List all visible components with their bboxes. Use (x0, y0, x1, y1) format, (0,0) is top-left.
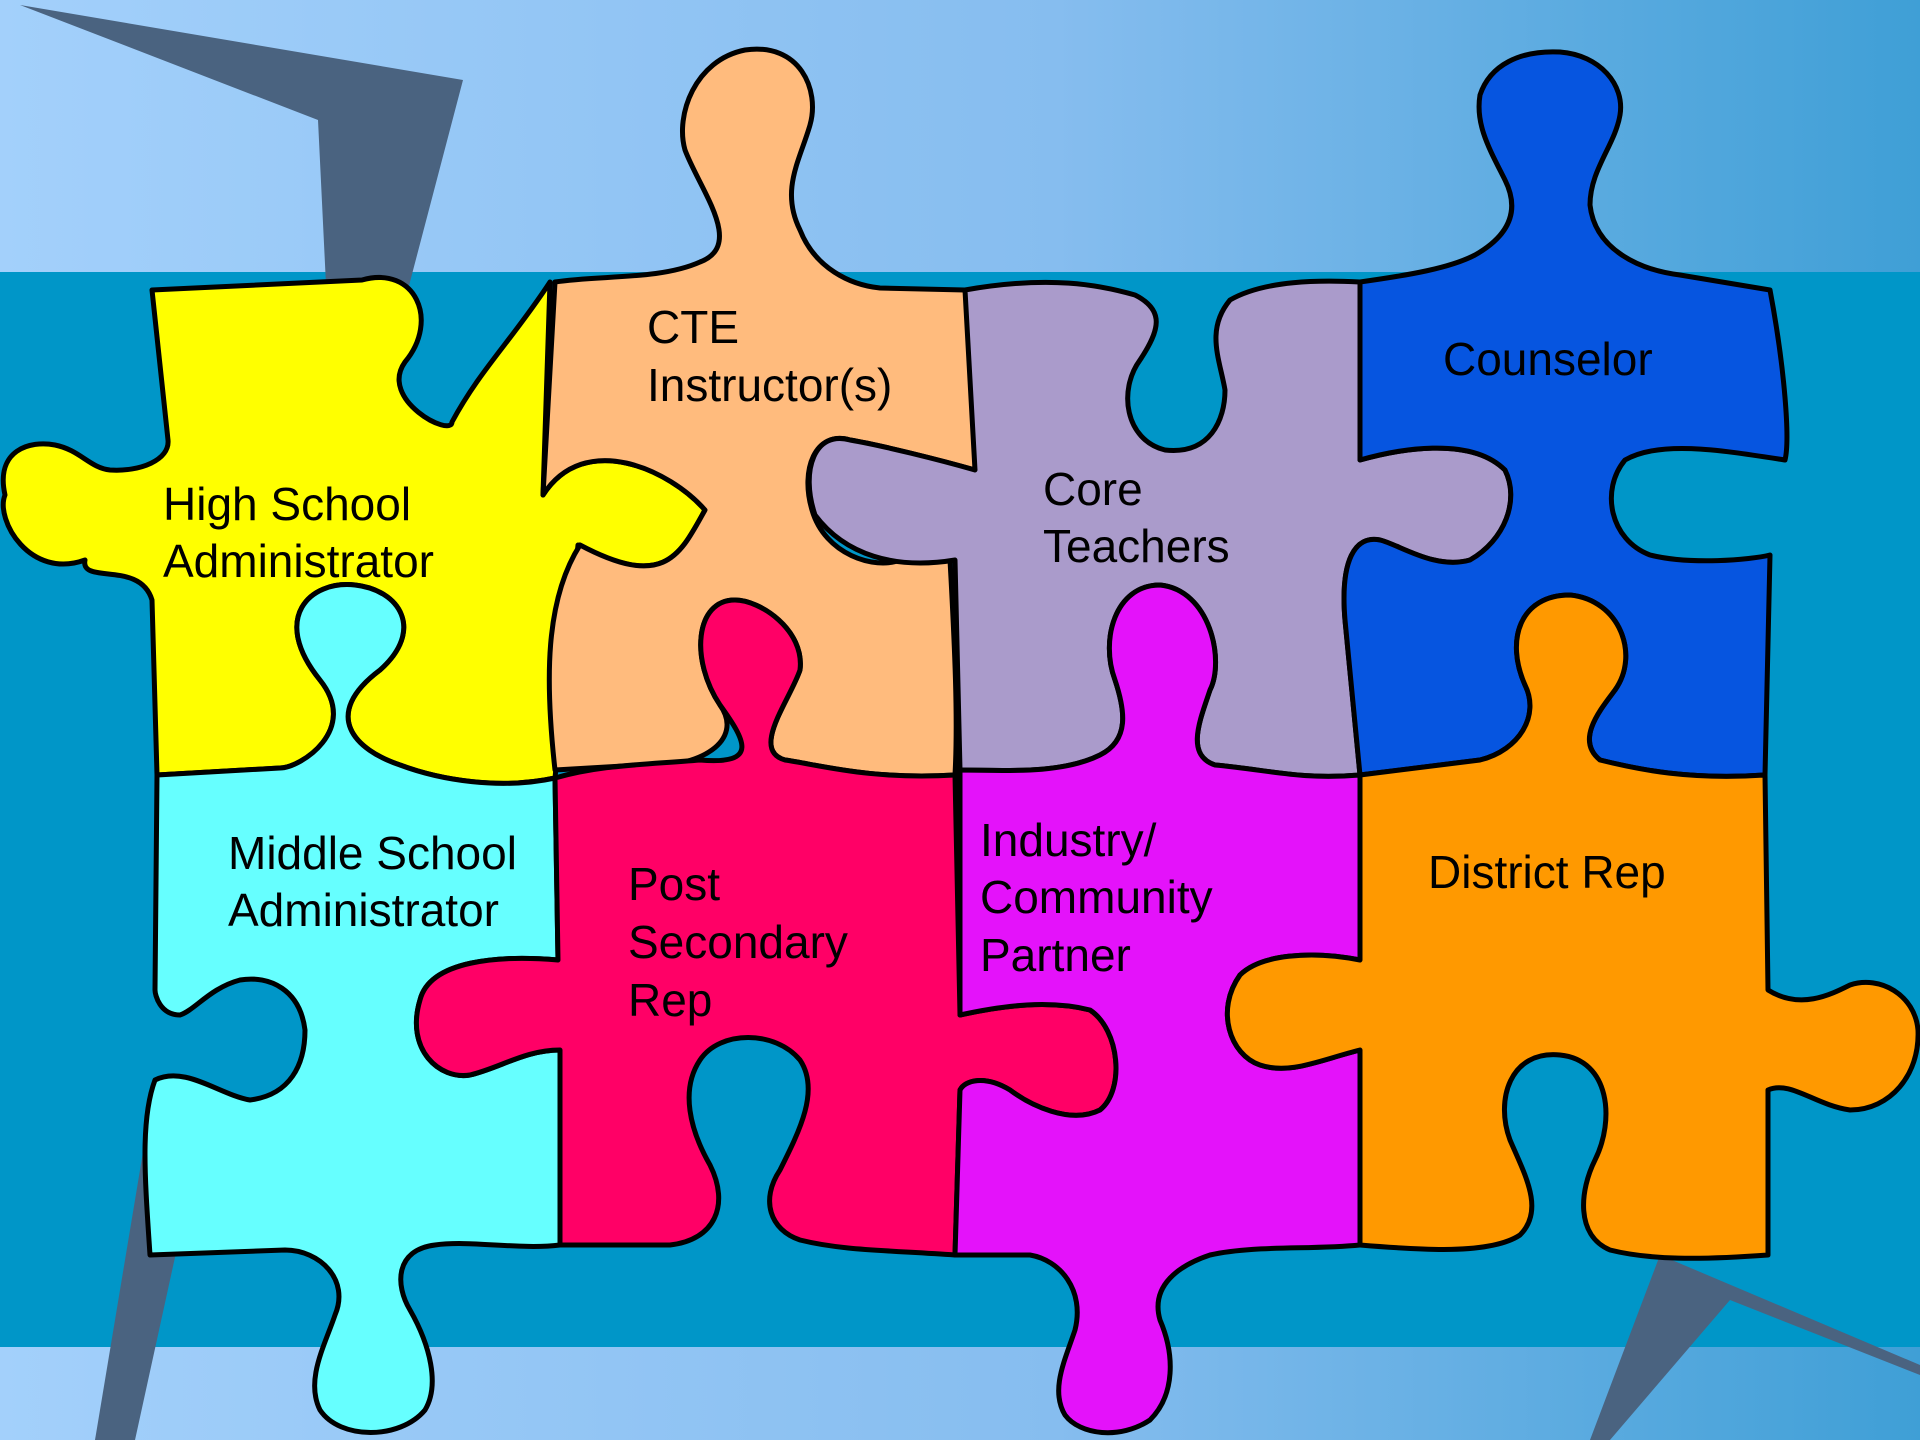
piece-counselor (1341, 49, 1790, 779)
label-line: Post (628, 858, 720, 910)
label-line: Rep (628, 974, 712, 1026)
label-core-teachers: Core Teachers (1043, 463, 1230, 572)
label-cte-instructors: CTE Instructor(s) (647, 301, 892, 411)
label-industry-community-partner: Industry/ Community Partner (980, 814, 1213, 981)
label-line: Administrator (163, 535, 434, 587)
piece-industry-community-partner (952, 582, 1363, 1436)
label-line: Instructor(s) (647, 359, 892, 411)
label-line: Administrator (228, 884, 499, 936)
label-high-school-administrator: High School Administrator (163, 478, 434, 587)
piece-middle-school-administrator (142, 582, 563, 1435)
label-line: Secondary (628, 916, 848, 968)
label-line: Middle School (228, 827, 517, 879)
piece-district-rep (1224, 592, 1920, 1261)
label-line: Counselor (1443, 333, 1653, 385)
label-counselor: Counselor (1443, 333, 1653, 385)
label-middle-school-administrator: Middle School Administrator (228, 827, 517, 936)
label-line: Core (1043, 463, 1143, 515)
label-line: Partner (980, 929, 1131, 981)
label-line: High School (163, 478, 411, 530)
label-line: District Rep (1428, 846, 1666, 898)
label-line: Community (980, 871, 1213, 923)
label-post-secondary-rep: Post Secondary Rep (628, 858, 848, 1026)
label-line: Teachers (1043, 520, 1230, 572)
shadow-wedge-bottom-right (1590, 1255, 1920, 1440)
label-district-rep: District Rep (1428, 846, 1666, 898)
label-line: CTE (647, 301, 739, 353)
label-line: Industry/ (980, 814, 1157, 866)
